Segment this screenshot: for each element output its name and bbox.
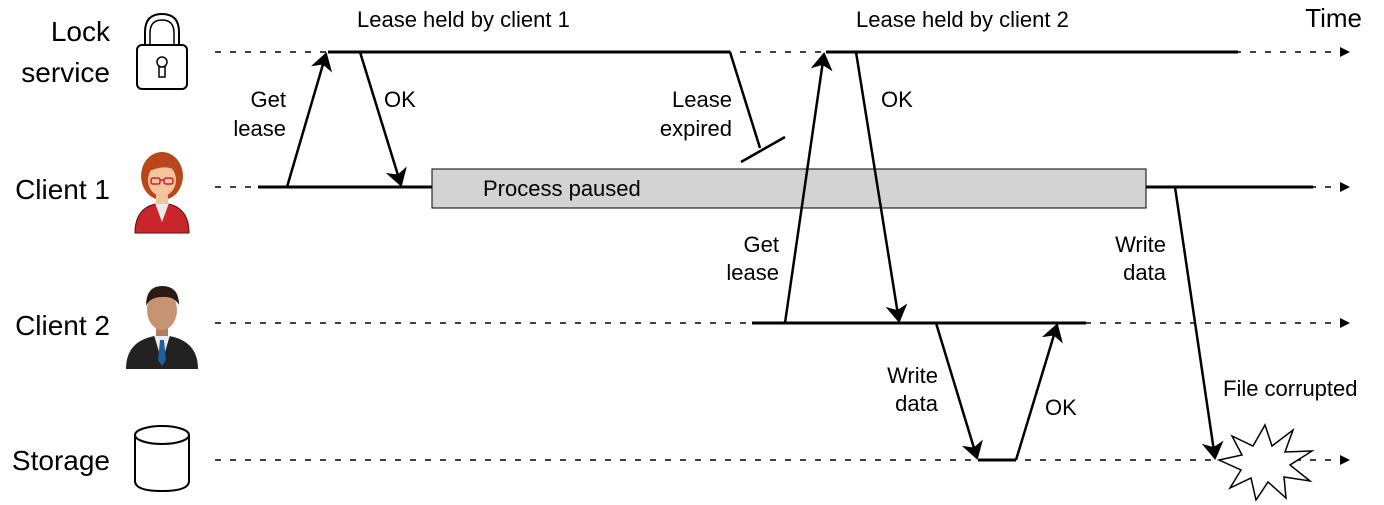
- label-lease-expired-line1: Lease: [672, 87, 732, 112]
- label-write-data-client1-line1: Write: [1115, 232, 1166, 257]
- lease-label-client2: Lease held by client 2: [856, 7, 1069, 32]
- lane-label-client2: Client 2: [15, 310, 110, 341]
- database-cylinder-icon: [134, 425, 190, 493]
- arrow-ok-storage: [1014, 323, 1063, 461]
- label-lease-expired-line2: expired: [660, 116, 732, 141]
- label-ok-client2: OK: [881, 87, 913, 112]
- label-file-corrupted: File corrupted: [1223, 376, 1358, 401]
- padlock-icon: [136, 12, 188, 90]
- arrow-get-lease-client2: [783, 52, 833, 324]
- label-write-data-client2-line2: data: [895, 391, 939, 416]
- lease-expired-cut-mark: [740, 135, 786, 164]
- lane-label-lock-service-line2: service: [21, 57, 110, 88]
- arrow-get-lease-client1: [285, 52, 333, 188]
- lane-label-lock-service-line1: Lock: [51, 16, 111, 47]
- arrow-ok-client1: [358, 51, 407, 187]
- time-axis-label: Time: [1305, 3, 1362, 33]
- process-paused-bar: [431, 168, 1147, 209]
- arrow-write-data-client2: [934, 322, 983, 460]
- label-write-data-client1-line2: data: [1123, 260, 1167, 285]
- lane-label-client1: Client 1: [15, 174, 110, 205]
- lane-label-storage: Storage: [12, 445, 110, 476]
- label-ok-client1: OK: [384, 87, 416, 112]
- process-paused-label: Process paused: [483, 176, 641, 201]
- man-avatar-icon: [126, 286, 198, 369]
- label-get-lease-client2-line1: Get: [744, 232, 779, 257]
- woman-avatar-icon: [134, 152, 190, 234]
- arrow-ok-client2: [854, 51, 908, 323]
- arrow-lease-expired: [728, 51, 762, 149]
- explosion-burst-icon: [1216, 423, 1315, 502]
- label-ok-storage: OK: [1045, 395, 1077, 420]
- label-get-lease-client1-line1: Get: [251, 87, 286, 112]
- label-get-lease-client1-line2: lease: [233, 116, 286, 141]
- lease-label-client1: Lease held by client 1: [357, 7, 570, 32]
- label-get-lease-client2-line2: lease: [726, 260, 779, 285]
- label-write-data-client2-line1: Write: [887, 363, 938, 388]
- arrow-write-data-client1: [1173, 186, 1224, 460]
